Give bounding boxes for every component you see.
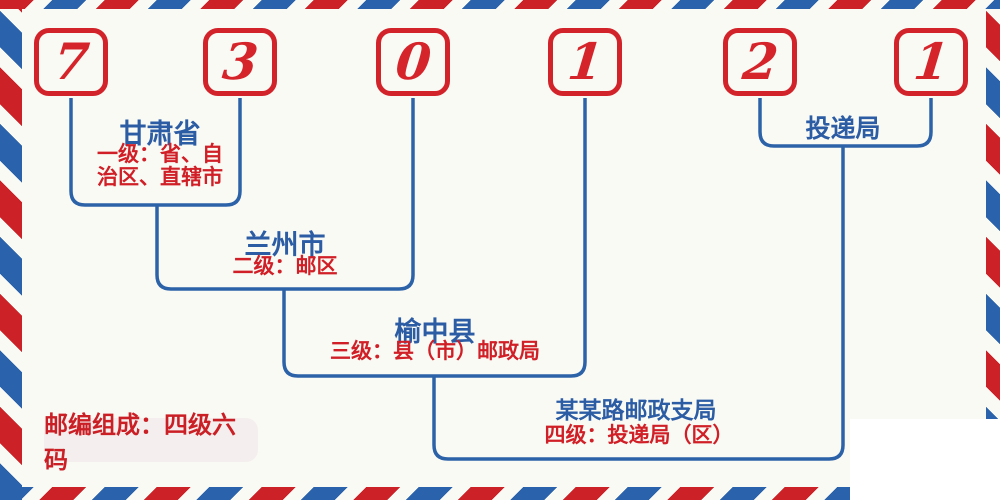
level1-desc-line1: 一级：省、自 bbox=[97, 143, 223, 166]
digit-box-4: 1 bbox=[548, 28, 622, 96]
level3-desc: 三级：县（市）邮政局 bbox=[330, 340, 540, 363]
digit-4: 1 bbox=[564, 32, 606, 91]
footer-badge-label: 邮编组成：四级六码 bbox=[44, 413, 236, 474]
border-bottom-stripes bbox=[0, 487, 1000, 500]
border-left-stripes bbox=[0, 0, 22, 500]
digit-box-1: 7 bbox=[34, 28, 108, 96]
border-top-stripes bbox=[0, 0, 1000, 9]
level4-name: 某某路邮政支局 bbox=[555, 398, 717, 423]
level1-name: 甘肃省 bbox=[119, 119, 201, 149]
digit-box-3: 0 bbox=[376, 28, 450, 96]
border-right-stripes bbox=[986, 0, 1000, 500]
corner-white-cover bbox=[850, 419, 1000, 500]
level3-name: 榆中县 bbox=[394, 317, 476, 347]
digit-box-2: 3 bbox=[203, 28, 277, 96]
digit-1: 7 bbox=[50, 32, 92, 91]
digit-2: 3 bbox=[219, 32, 261, 91]
level2-name: 兰州市 bbox=[244, 230, 326, 260]
bracket-level4 bbox=[432, 146, 845, 461]
digit-3: 0 bbox=[392, 32, 434, 91]
digit-box-6: 1 bbox=[894, 28, 968, 96]
level5-name: 投递局 bbox=[805, 116, 881, 143]
digit-5: 2 bbox=[739, 32, 781, 91]
digit-box-5: 2 bbox=[723, 28, 797, 96]
level4-desc: 四级：投递局（区） bbox=[544, 424, 734, 447]
level2-desc: 二级：邮区 bbox=[232, 255, 338, 278]
bracket-level5 bbox=[758, 98, 933, 148]
footer-badge: 邮编组成：四级六码 bbox=[44, 413, 258, 474]
level1-desc-line2: 治区、直辖市 bbox=[97, 166, 223, 189]
digit-6: 1 bbox=[910, 32, 952, 91]
